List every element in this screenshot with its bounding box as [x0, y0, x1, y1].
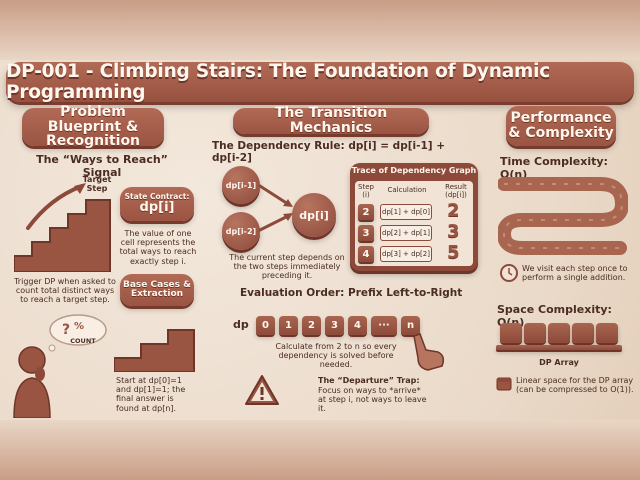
trace-title: Trace of Dependency Graph	[351, 166, 477, 175]
trace-result-3: 3	[447, 221, 460, 242]
dp-array-cell-4	[596, 323, 618, 343]
left-header: Problem Blueprint & Recognition	[22, 105, 164, 149]
count-label: COUNT	[70, 337, 96, 345]
order-title: Evaluation Order: Prefix Left-to-Right	[240, 287, 463, 299]
dp-label: dp	[233, 318, 249, 331]
warning-icon	[245, 375, 279, 405]
space-text: Linear space for the DP array (can be co…	[516, 376, 634, 395]
node-dp-i: dp[i]	[292, 193, 336, 237]
trace-result-2: 2	[447, 200, 460, 221]
middle-header: The Transition Mechanics	[233, 106, 429, 135]
page-title: DP-001 - Climbing Stairs: The Foundation…	[6, 61, 634, 103]
trace-body: Step (i) Calculation Result (dp[i]) 2 dp…	[355, 181, 473, 266]
small-staircase-icon	[114, 329, 195, 372]
dp-cell-ellipsis: ···	[371, 316, 397, 335]
base-cases-badge: Base Cases & Extraction	[120, 274, 194, 306]
graph-caption: The current step depends on the two step…	[229, 253, 345, 281]
right-header: Performance & Complexity	[506, 106, 616, 146]
dp-cell-4: 4	[348, 316, 367, 335]
trap-text: Focus on ways to *arrive* at step i, not…	[318, 386, 427, 414]
dp-array-cell-2	[548, 323, 570, 343]
dp-cell-3: 3	[325, 316, 344, 335]
footprint-path-icon	[498, 177, 628, 255]
dp-array-shelf	[496, 345, 622, 350]
clock-icon	[500, 264, 518, 282]
staircase-icon	[14, 199, 111, 272]
pointing-hand-icon	[413, 333, 445, 371]
trace-step-4: 4	[358, 246, 374, 262]
state-contract-badge: State Contract: dp[i]	[120, 187, 194, 221]
state-contract-value: dp[i]	[139, 200, 175, 216]
base-text: Start at dp[0]=1 and dp[1]=1; the final …	[116, 376, 186, 413]
up-arrow-icon	[26, 183, 86, 230]
col-calc: Calculation	[387, 186, 427, 194]
col-step: Step (i)	[358, 183, 374, 199]
dp-cell-1: 1	[279, 316, 298, 335]
dp-array-cell-3	[572, 323, 594, 343]
dp-cell-0: 0	[256, 316, 275, 335]
dp-array-cell-1	[524, 323, 546, 343]
thinking-figure-icon	[13, 346, 51, 418]
trace-step-3: 3	[358, 225, 374, 241]
trigger-text: Trigger DP when asked to count total dis…	[14, 277, 116, 305]
dp-array-cell-0	[500, 323, 522, 343]
trace-step-2: 2	[358, 204, 374, 220]
trace-result-4: 5	[447, 242, 460, 263]
trace-calc-3: dp[2] + dp[1]	[380, 225, 432, 241]
storage-box-icon	[496, 377, 512, 391]
dp-cell-2: 2	[302, 316, 321, 335]
svg-text:%: %	[74, 321, 84, 332]
trace-calc-2: dp[1] + dp[0]	[380, 204, 432, 220]
order-caption: Calculate from 2 to n so every dependenc…	[275, 342, 397, 370]
time-text: We visit each step once to perform a sin…	[522, 264, 628, 283]
node-dp-i-1: dp[i-1]	[222, 166, 260, 204]
node-dp-i-2: dp[i-2]	[222, 212, 260, 250]
dp-array-label: DP Array	[539, 358, 579, 367]
top-clay-edge	[0, 0, 640, 60]
bottom-clay-edge	[0, 420, 640, 480]
dp-cell-n: n	[401, 316, 420, 335]
signal-title: The “Ways to Reach” Signal	[36, 153, 168, 179]
dependency-arrows-icon	[258, 184, 293, 232]
state-contract-title: State Contract:	[124, 192, 190, 202]
trap-title: The “Departure” Trap:	[318, 376, 420, 385]
target-step-label: Target Step	[82, 175, 112, 193]
thought-bubble-icon: ? %	[48, 314, 107, 352]
dependency-rule: The Dependency Rule: dp[i] = dp[i-1] + d…	[212, 140, 446, 164]
state-text: The value of one cell represents the tot…	[119, 229, 197, 266]
trace-table: Trace of Dependency Graph Step (i) Calcu…	[350, 163, 478, 271]
col-result: Result (dp[i])	[445, 183, 467, 199]
svg-text:?: ?	[62, 322, 70, 338]
trace-calc-4: dp[3] + dp[2]	[380, 246, 432, 262]
